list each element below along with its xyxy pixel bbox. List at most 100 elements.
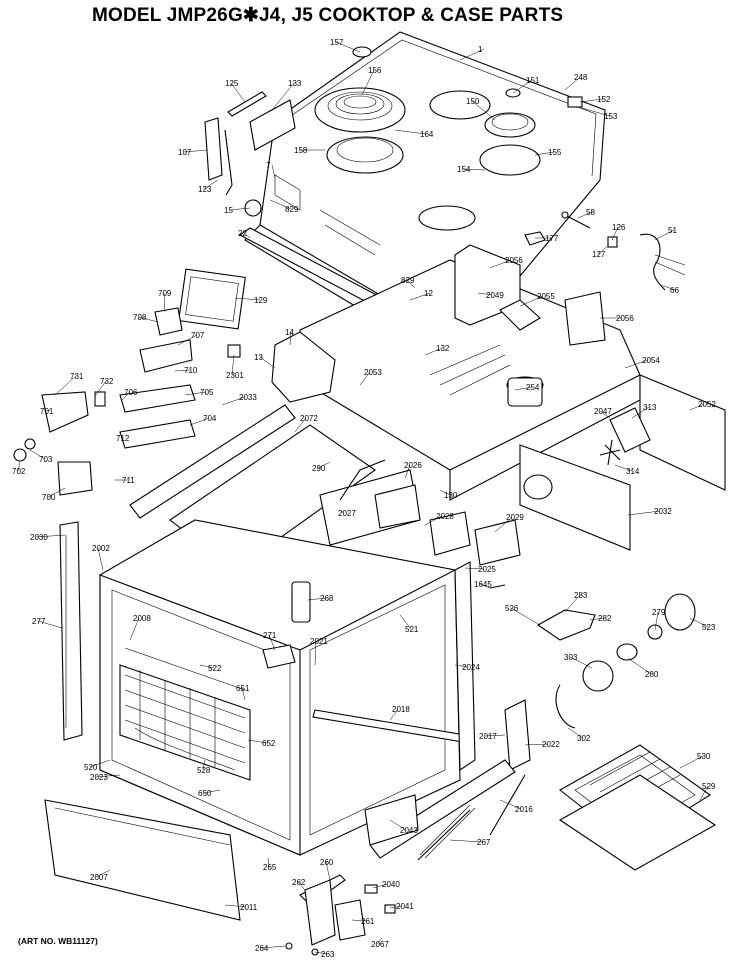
- part-callout-107: 107: [178, 148, 192, 157]
- part-callout-290: 290: [312, 464, 326, 473]
- leader-line-c150: [471, 100, 496, 121]
- leader-line-c260: [325, 861, 331, 881]
- leader-line-c650: [203, 789, 221, 794]
- leader-line-c107: [183, 149, 208, 153]
- part-callout-523: 523: [702, 623, 716, 632]
- part-callout-704: 704: [203, 414, 217, 423]
- leader-line-c1: [459, 48, 485, 61]
- part-callout-706: 706: [124, 388, 138, 397]
- leader-line-c132: [424, 347, 443, 356]
- leader-line-c58: [577, 211, 593, 219]
- leader-line-c2025: [464, 567, 485, 570]
- leader-line-c705: [184, 391, 207, 396]
- part-callout-2025: 2025: [478, 565, 496, 574]
- leader-line-c283: [564, 594, 581, 613]
- part-callout-708: 708: [133, 313, 147, 322]
- leader-line-c2021: [314, 640, 317, 666]
- leader-line-c652: [247, 739, 269, 744]
- part-callout-731: 731: [70, 372, 84, 381]
- part-callout-125: 125: [225, 79, 239, 88]
- right-cooktop-parts: [524, 211, 686, 291]
- leader-line-c14: [289, 331, 292, 346]
- leader-line-c2301: [231, 354, 235, 376]
- leader-line-c2018: [389, 708, 399, 721]
- part-callout-265: 265: [263, 863, 277, 872]
- door-hinges: [285, 874, 396, 956]
- part-callout-1: 1: [478, 45, 483, 54]
- part-callout-302: 302: [577, 734, 591, 743]
- leader-line-c829a: [269, 199, 292, 210]
- leader-line-c2026: [404, 464, 411, 479]
- leader-line-c302: [567, 727, 584, 739]
- leader-line-c526: [510, 607, 541, 626]
- part-callout-2026: 2026: [404, 461, 422, 470]
- part-callout-15: 15: [224, 206, 233, 215]
- leader-line-c263: [314, 951, 328, 955]
- part-callout-650: 650: [198, 789, 212, 798]
- part-callout-2040: 2040: [382, 880, 400, 889]
- diagram-title: MODEL JMP26G✱J4, J5 COOKTOP & CASE PARTS: [92, 5, 564, 26]
- part-callout-2016: 2016: [515, 805, 533, 814]
- part-callout-2072: 2072: [300, 414, 318, 423]
- leader-line-c2024: [454, 664, 469, 668]
- leader-line-c130: [439, 489, 451, 496]
- leader-line-c528: [202, 759, 206, 771]
- part-callout-130: 130: [444, 491, 458, 500]
- leader-line-c702: [17, 461, 21, 472]
- part-callout-248: 248: [574, 73, 588, 82]
- leader-line-c2017: [484, 734, 506, 737]
- leader-line-c271: [268, 634, 276, 651]
- leader-line-c155: [534, 151, 555, 156]
- lower-rails: [364, 699, 531, 861]
- part-callout-651: 651: [236, 684, 250, 693]
- leader-line-c152: [579, 98, 604, 103]
- part-callout-2032: 2032: [654, 507, 672, 516]
- leader-line-c704: [189, 417, 210, 426]
- leader-line-c2067: [376, 937, 383, 945]
- leader-line-c262: [297, 881, 306, 891]
- part-callout-58: 58: [586, 208, 595, 217]
- leader-line-c303: [569, 656, 593, 669]
- leader-line-c277: [37, 620, 63, 629]
- part-callout-2024: 2024: [462, 663, 480, 672]
- part-callout-14: 14: [285, 328, 294, 337]
- leader-line-c2030: [35, 534, 66, 538]
- leader-line-c248: [564, 76, 581, 91]
- part-callout-156: 156: [368, 66, 382, 75]
- leader-line-c125: [230, 82, 246, 103]
- leader-line-c529: [699, 785, 709, 801]
- part-callout-150: 150: [466, 97, 480, 106]
- part-callout-529: 529: [702, 782, 716, 791]
- part-callout-264: 264: [255, 944, 269, 953]
- leader-line-c66: [659, 284, 677, 291]
- leader-line-c290: [317, 461, 331, 469]
- leader-line-c712: [121, 437, 125, 446]
- leader-line-c7: [271, 164, 276, 179]
- leader-line-c157: [335, 41, 361, 53]
- leader-line-c12: [409, 292, 431, 301]
- part-callout-2301: 2301: [226, 371, 244, 380]
- leader-line-c2023: [95, 774, 121, 778]
- part-callout-151: 151: [526, 76, 540, 85]
- part-callout-2047: 2047: [594, 407, 612, 416]
- part-callout-2021: 2021: [310, 637, 328, 646]
- leader-line-c2016: [499, 799, 522, 810]
- leader-line-c51: [654, 229, 675, 241]
- part-callout-51: 51: [668, 226, 677, 235]
- leader-line-c2033: [221, 396, 246, 406]
- part-callout-260: 260: [320, 858, 334, 867]
- leader-line-c2053: [359, 371, 371, 386]
- leader-line-c522: [199, 664, 215, 669]
- leader-line-c22: [243, 232, 251, 239]
- leader-line-c732: [94, 380, 107, 397]
- leader-line-c709: [163, 292, 166, 313]
- part-callout-703: 703: [39, 455, 53, 464]
- part-callout-268: 268: [320, 594, 334, 603]
- leader-line-c153: [581, 107, 611, 117]
- part-callout-155: 155: [548, 148, 562, 157]
- leader-line-c2007: [95, 869, 111, 878]
- leader-line-c268: [307, 597, 327, 601]
- part-callout-2052: 2052: [698, 400, 716, 409]
- part-callout-153: 153: [604, 112, 618, 121]
- lamp-parts: [489, 584, 696, 729]
